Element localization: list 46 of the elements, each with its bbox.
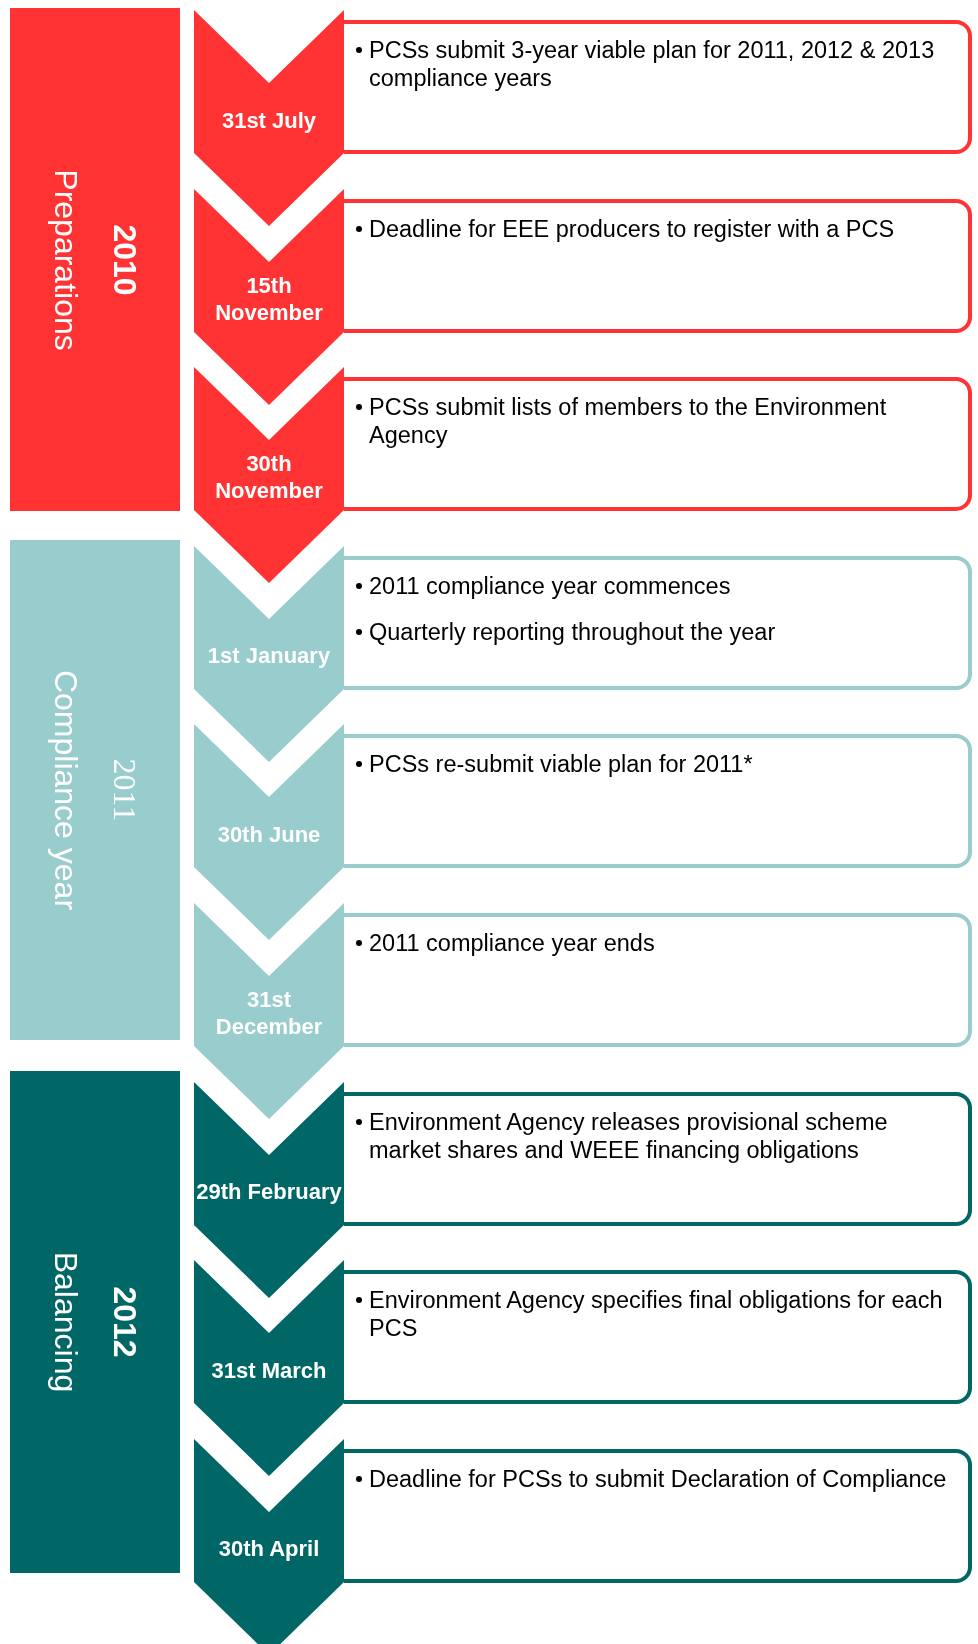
date-marker [194, 367, 344, 584]
bullet-text: Environment Agency releases provisional scheme market shares and WEEE financing obligations [369, 1107, 889, 1164]
date-label: 30th November [214, 450, 324, 505]
bullet-text: 2011 compliance year commences [369, 571, 731, 600]
phase-label: Balancing [47, 1251, 84, 1393]
bullet-text: Deadline for PCSs to submit Declaration of Compliance [369, 1464, 947, 1493]
phase-band [10, 540, 180, 1040]
date-label: 29th February [196, 1178, 342, 1206]
date-label: 1st January [207, 642, 331, 670]
event-box [344, 1091, 972, 1226]
date-label: 31st December [214, 986, 324, 1040]
date-marker [194, 1081, 344, 1298]
phase-label: Compliance year [47, 669, 84, 911]
event-box [344, 913, 972, 1047]
event-box [344, 377, 972, 512]
date-marker [194, 10, 344, 226]
event-box [344, 198, 972, 333]
date-marker [194, 1438, 344, 1644]
phase-band [10, 8, 180, 511]
date-marker [194, 724, 344, 941]
date-marker [194, 903, 344, 1119]
event-box [344, 734, 972, 869]
event-box [344, 1270, 972, 1405]
year-label: 2011 [106, 758, 143, 822]
event-box [344, 1448, 972, 1583]
year-label: 2010 [106, 223, 143, 296]
phase-label: Preparations [47, 168, 84, 351]
bullet-text: Deadline for EEE producers to register with a PCS [369, 214, 895, 243]
year-label: 2012 [106, 1286, 143, 1358]
event-box [344, 20, 972, 154]
date-marker [194, 188, 344, 405]
phase-band [10, 1071, 180, 1573]
date-marker [194, 545, 344, 762]
date-marker [194, 1260, 344, 1477]
date-label: 31st March [211, 1356, 327, 1384]
bullet-text: Quarterly reporting throughout the year [369, 617, 776, 646]
bullet-text: PCSs submit lists of members to the Environment Agency [369, 393, 888, 450]
bullet-text: PCSs submit 3-year viable plan for 2011, 2012 & 2013 compliance years [369, 36, 936, 92]
date-label: 31st July [221, 106, 317, 134]
bullet-text: 2011 compliance year ends [369, 929, 655, 957]
date-label: 30th April [218, 1535, 320, 1563]
date-label: 15th November [214, 271, 324, 326]
date-label: 30th June [217, 820, 321, 848]
bullet-text: Environment Agency specifies final obligations for each PCS [369, 1286, 944, 1343]
bullet-text: PCSs re-submit viable plan for 2011* [369, 750, 753, 779]
event-box [344, 555, 972, 690]
